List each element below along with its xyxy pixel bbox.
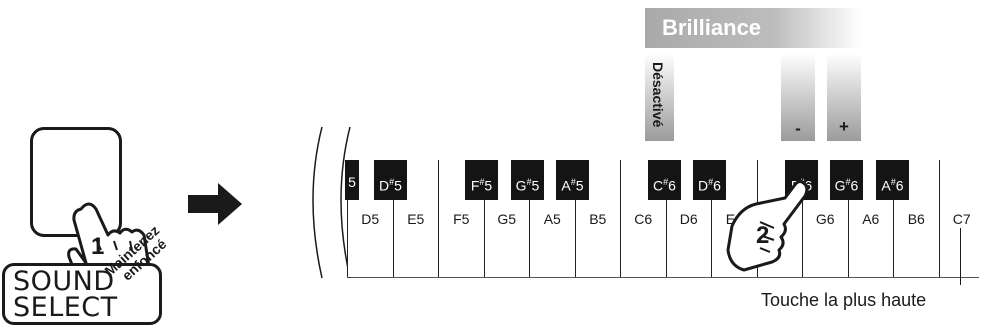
plus-setting-bar: +	[827, 53, 861, 141]
white-key-label: A6	[862, 211, 880, 227]
black-key-g5[interactable]: G#5	[511, 160, 544, 200]
white-key-label: D6	[679, 211, 698, 227]
step-1-number: 1	[91, 233, 105, 260]
black-key-d5[interactable]: D#5	[374, 160, 407, 200]
black-key-a5[interactable]: A#5	[556, 160, 589, 200]
white-key-label: G6	[815, 211, 835, 227]
next-arrow-head-icon	[218, 183, 242, 225]
plus-label: +	[839, 117, 849, 136]
white-key-label: G5	[497, 211, 517, 227]
black-key-c6[interactable]: C#6	[648, 160, 681, 200]
keyboard-break-icon	[312, 126, 351, 279]
next-arrow-icon	[188, 195, 220, 213]
piano-keyboard: D5E5F5G5A5B5C6D6E6F6G6A6B6C7 5D#5F#5G#5A…	[330, 160, 981, 280]
white-key-label: C6	[634, 211, 653, 227]
black-key-a6[interactable]: A#6	[876, 160, 909, 200]
pressing-hand-2-icon	[726, 180, 809, 272]
off-setting-label: Désactivé	[650, 62, 666, 128]
black-key-g6[interactable]: G#6	[830, 160, 863, 200]
highest-key-caption: Touche la plus haute	[761, 290, 927, 310]
white-key-label: B5	[589, 211, 607, 227]
white-key-label: B6	[907, 211, 925, 227]
sound-label-line2: SELECT	[13, 292, 118, 323]
white-key-label: E5	[407, 211, 425, 227]
white-key-label: F5	[453, 211, 470, 227]
black-key-d6[interactable]: D#6	[693, 160, 726, 200]
black-key-5[interactable]: 5	[345, 160, 359, 200]
white-key-label: D5	[361, 211, 380, 227]
brilliance-menu-title: Brilliance	[645, 8, 861, 48]
white-key-c7[interactable]: C7	[938, 160, 981, 277]
white-key-label: C7	[952, 211, 971, 227]
sound-select-label: SOUND SELECT	[2, 263, 162, 325]
black-key-f5[interactable]: F#5	[465, 160, 498, 200]
highest-key-pointer	[960, 228, 961, 285]
step-2-number: 2	[756, 222, 770, 249]
white-key-label: A5	[543, 211, 561, 227]
off-setting-bar	[645, 53, 674, 141]
minus-setting-bar: -	[781, 53, 815, 141]
sound-label-line1: SOUND	[13, 266, 115, 297]
minus-label: -	[795, 119, 801, 138]
